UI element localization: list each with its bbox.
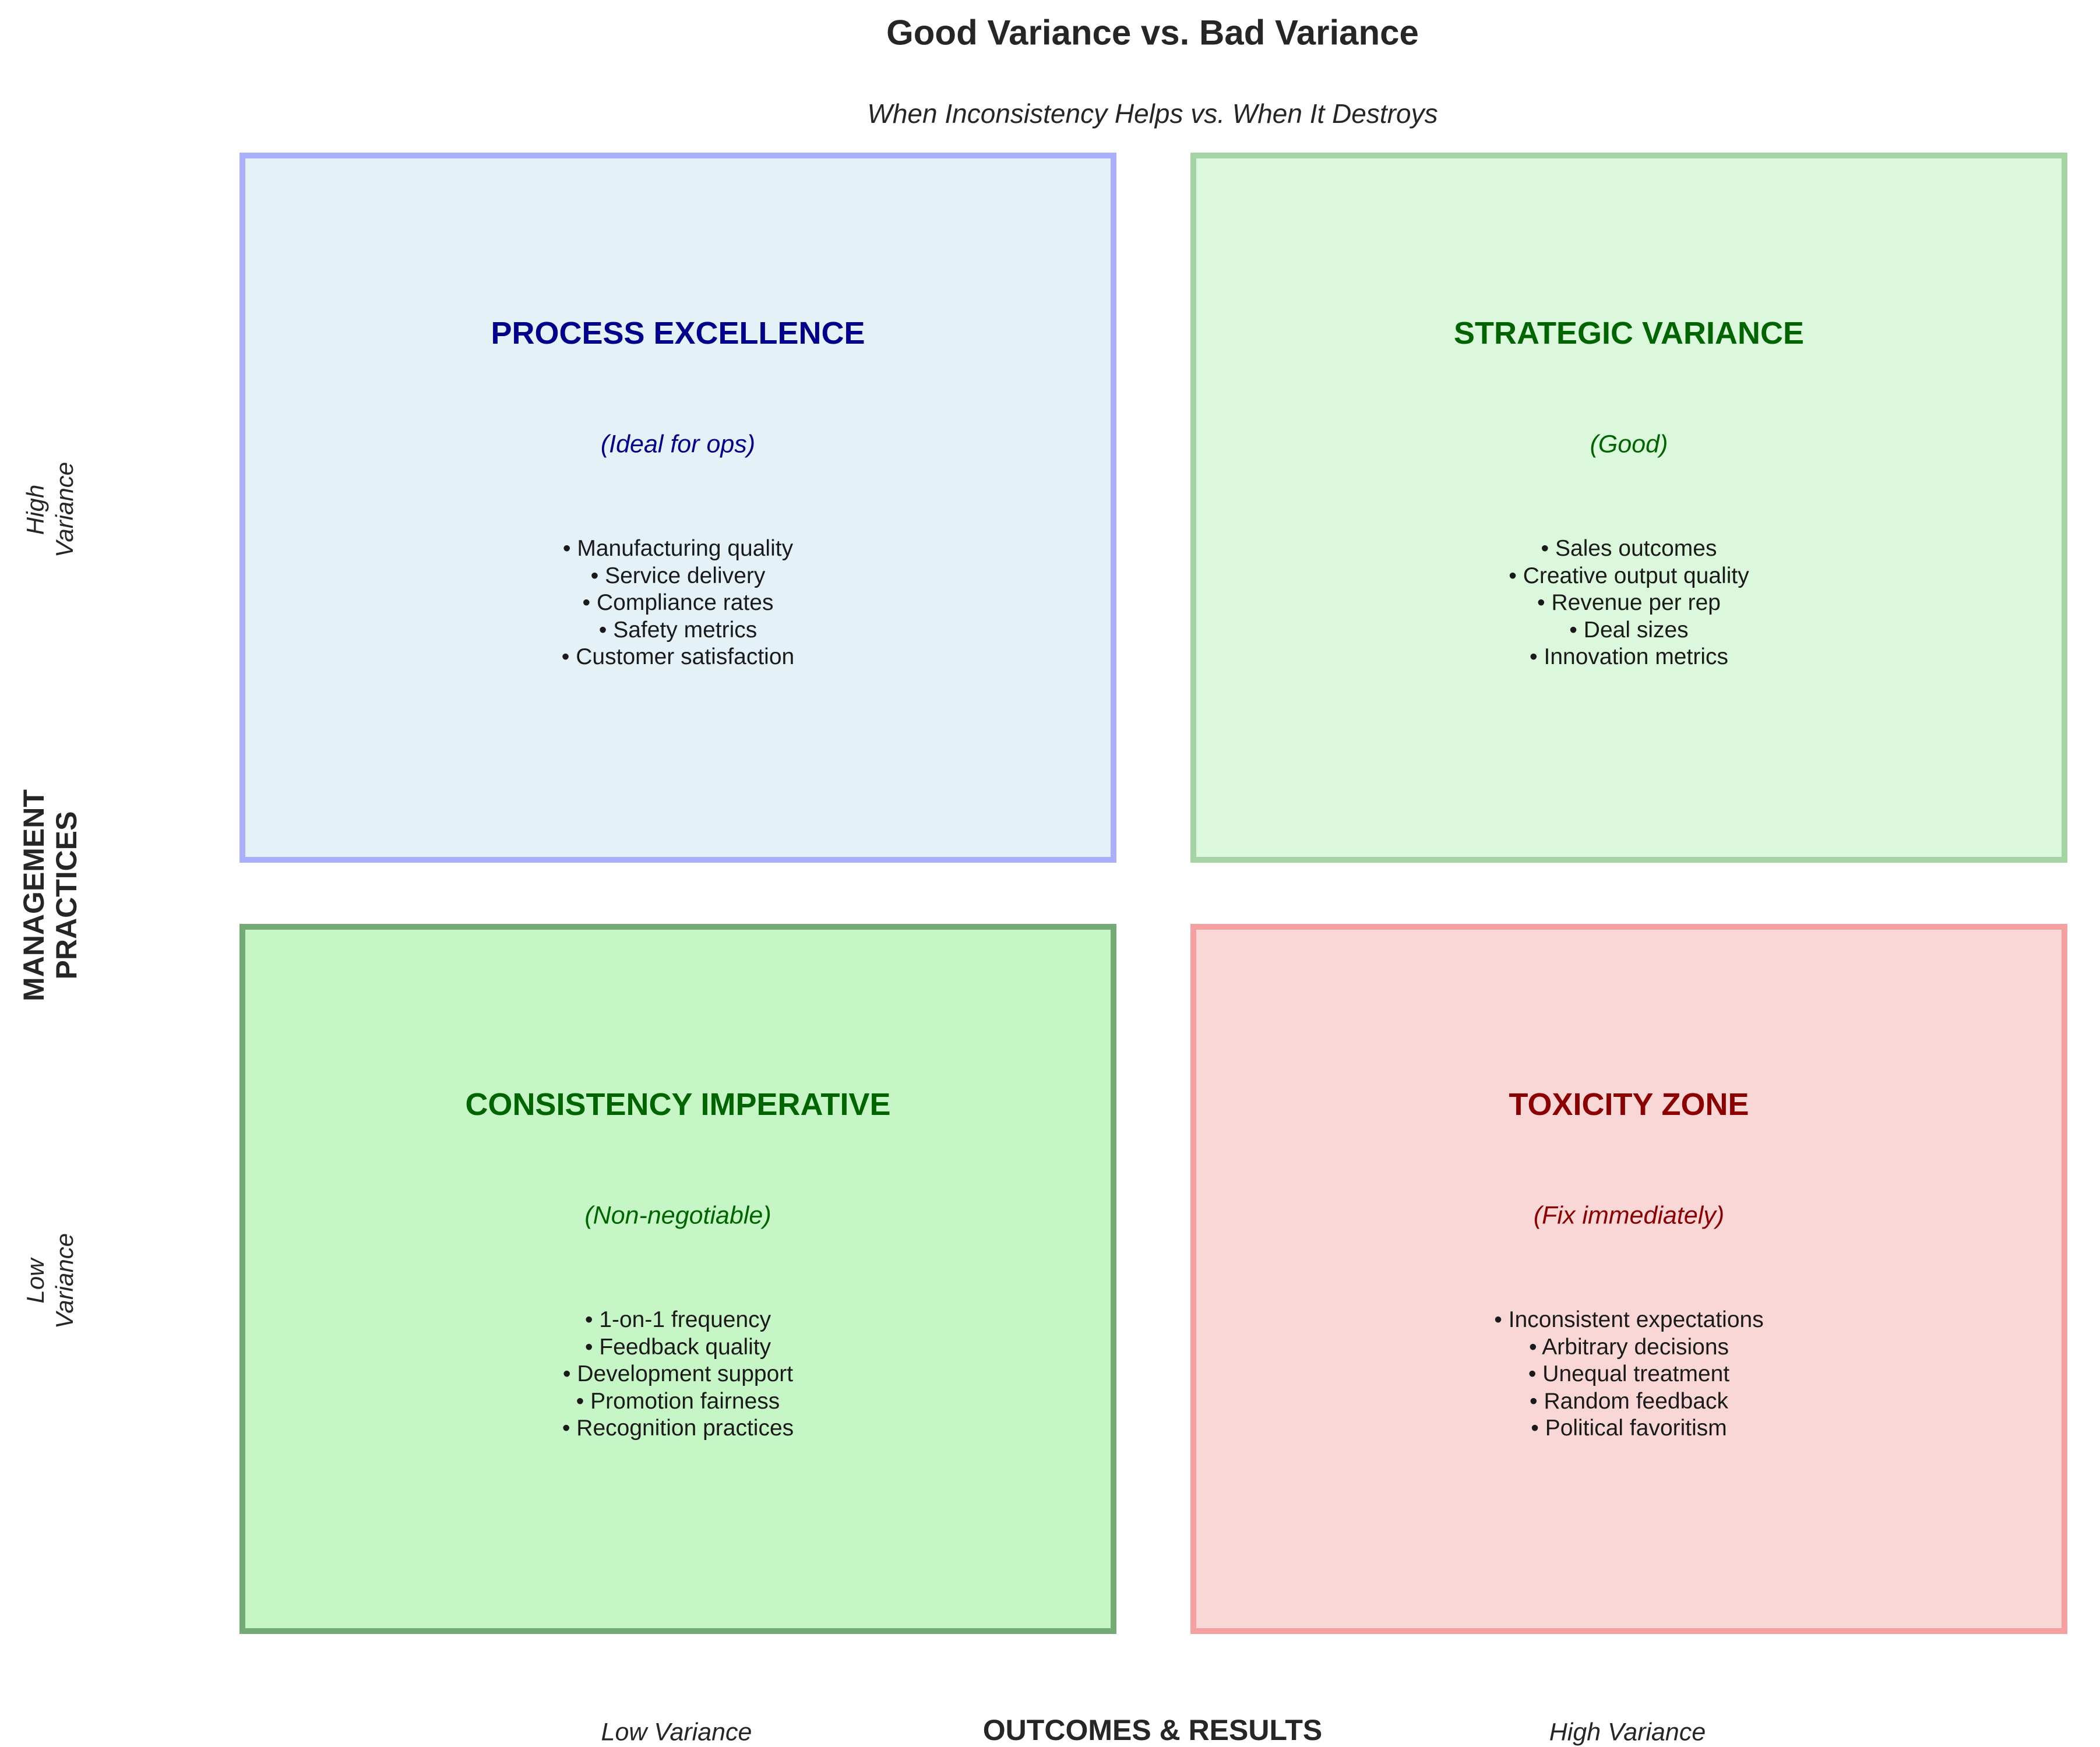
quadrant-item-list: • 1-on-1 frequency • Feedback quality • … — [245, 1307, 1111, 1442]
quadrant-item-list: • Inconsistent expectations • Arbitrary … — [1196, 1307, 2062, 1442]
list-item: • Development support — [562, 1361, 794, 1386]
label-line: MANAGEMENT — [17, 789, 50, 1001]
quadrant-strategic-variance: STRATEGIC VARIANCE (Good) • Sales outcom… — [1190, 153, 2067, 863]
list-item: • Manufacturing quality — [562, 536, 794, 561]
quadrant-title: CONSISTENCY IMPERATIVE — [465, 1087, 891, 1122]
label-line: High — [22, 484, 49, 535]
list-item: • Revenue per rep — [1537, 590, 1721, 615]
label-line: Variance — [51, 461, 78, 558]
quadrant-subtitle: (Good) — [1590, 430, 1668, 458]
quadrant-title: TOXICITY ZONE — [1509, 1087, 1749, 1122]
label-line: Variance — [51, 1233, 78, 1329]
list-item: • Compliance rates — [582, 590, 774, 615]
chart-subtitle: When Inconsistency Helps vs. When It Des… — [867, 98, 1438, 129]
list-item: • Arbitrary decisions — [1528, 1334, 1729, 1360]
list-item: • Innovation metrics — [1530, 644, 1728, 669]
quadrant-subtitle: (Ideal for ops) — [600, 430, 756, 458]
list-item: • Customer satisfaction — [561, 644, 795, 669]
list-item: • Sales outcomes — [1541, 536, 1717, 561]
list-item: • Service delivery — [590, 563, 766, 588]
label-line: PRACTICES — [50, 811, 83, 980]
list-item: • Political favoritism — [1531, 1416, 1727, 1441]
quadrant-item-list: • Manufacturing quality • Service delive… — [245, 535, 1111, 671]
x-low-variance-label: Low Variance — [601, 1718, 752, 1746]
list-item: • Recognition practices — [562, 1416, 794, 1441]
quadrant-title: STRATEGIC VARIANCE — [1453, 316, 1804, 351]
list-item: • Feedback quality — [584, 1334, 771, 1360]
x-axis-label: OUTCOMES & RESULTS — [982, 1714, 1323, 1746]
y-low-variance-label: Low Variance — [21, 1233, 79, 1329]
list-item: • Random feedback — [1529, 1388, 1729, 1414]
list-item: • Safety metrics — [598, 617, 757, 643]
list-item: • Promotion fairness — [576, 1388, 780, 1414]
quadrant-process-excellence: PROCESS EXCELLENCE (Ideal for ops) • Man… — [239, 153, 1116, 863]
quadrant-toxicity-zone: TOXICITY ZONE (Fix immediately) • Incons… — [1190, 924, 2067, 1634]
quadrant-subtitle: (Fix immediately) — [1533, 1201, 1725, 1230]
y-high-variance-label: High Variance — [21, 462, 79, 557]
label-line: Low — [22, 1258, 49, 1304]
list-item: • Inconsistent expectations — [1494, 1307, 1764, 1332]
list-item: • Creative output quality — [1509, 563, 1749, 588]
quadrant-consistency-imperative: CONSISTENCY IMPERATIVE (Non-negotiable) … — [239, 924, 1116, 1634]
list-item: • Deal sizes — [1569, 617, 1689, 643]
list-item: • 1-on-1 frequency — [584, 1307, 771, 1332]
quadrant-item-list: • Sales outcomes • Creative output quali… — [1196, 535, 2062, 671]
x-high-variance-label: High Variance — [1549, 1718, 1706, 1746]
y-axis-label: MANAGEMENT PRACTICES — [17, 789, 83, 1001]
quadrant-title: PROCESS EXCELLENCE — [491, 316, 865, 351]
chart-title: Good Variance vs. Bad Variance — [886, 13, 1419, 52]
quadrant-subtitle: (Non-negotiable) — [584, 1201, 771, 1230]
list-item: • Unequal treatment — [1528, 1361, 1730, 1386]
